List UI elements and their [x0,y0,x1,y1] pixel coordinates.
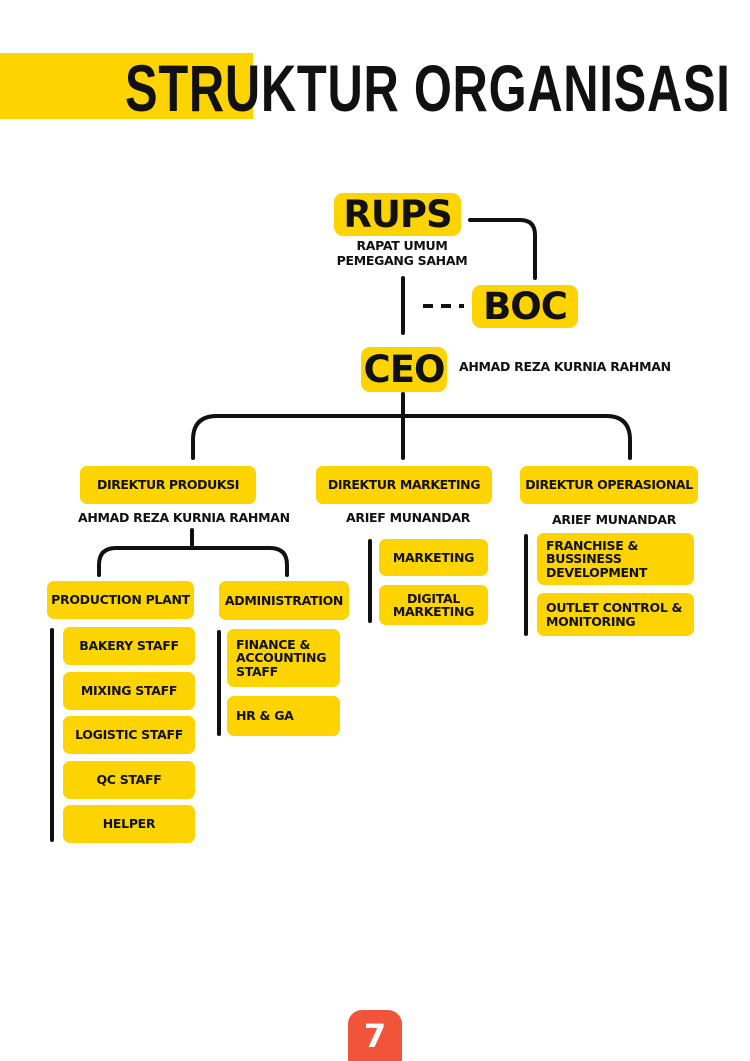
unit-label: QC STAFF [96,772,162,788]
boc-label: BOC [483,284,568,328]
unit-franchise-business-development: FRANCHISE & BUSSINESS DEVELOPMENT [537,533,694,585]
director-marketing-name: ARIEF MUNANDAR [346,510,471,525]
page-number-tab: 7 [348,1010,402,1061]
unit-qc-staff: QC STAFF [63,761,195,799]
director-marketing-title: DIREKTUR MARKETING [327,477,481,493]
unit-label: MARKETING [392,549,475,565]
unit-bakery-staff: BAKERY STAFF [63,627,195,665]
rups-box: RUPS [334,193,461,236]
director-operasional-box: DIREKTUR OPERASIONAL [520,466,698,504]
title-highlight-bar [0,53,253,119]
ceo-box: CEO [361,347,447,392]
boc-box: BOC [472,285,578,328]
group-production-plant: PRODUCTION PLANT [47,581,194,619]
unit-marketing: MARKETING [379,539,488,576]
unit-finance-accounting-staff: FINANCE & ACCOUNTING STAFF [227,629,340,687]
ceo-name: AHMAD REZA KURNIA RAHMAN [459,359,671,374]
rups-caption: RAPAT UMUM PEMEGANG SAHAM [336,238,468,268]
unit-label: OUTLET CONTROL & MONITORING [546,600,683,629]
unit-label: MIXING STAFF [80,683,178,699]
director-marketing-box: DIREKTUR MARKETING [316,466,492,504]
unit-label: BAKERY STAFF [79,638,179,654]
director-produksi-title: DIREKTUR PRODUKSI [96,477,239,493]
director-produksi-box: DIREKTUR PRODUKSI [80,466,256,504]
unit-outlet-control-monitoring: OUTLET CONTROL & MONITORING [537,593,694,636]
unit-mixing-staff: MIXING STAFF [63,672,195,710]
rups-label: RUPS [343,192,452,236]
unit-label: HR & GA [236,708,294,724]
unit-hr-ga: HR & GA [227,696,340,736]
unit-helper: HELPER [63,805,195,843]
director-operasional-title: DIREKTUR OPERASIONAL [525,477,693,493]
unit-label: FRANCHISE & BUSSINESS DEVELOPMENT [546,537,648,580]
page-number: 7 [363,1016,387,1055]
ceo-label: CEO [363,347,446,391]
unit-label: DIGITAL MARKETING [392,590,475,619]
director-operasional-name: ARIEF MUNANDAR [552,512,677,527]
unit-logistic-staff: LOGISTIC STAFF [63,716,195,754]
group-administration: ADMINISTRATION [219,581,349,620]
unit-label: HELPER [102,816,156,832]
unit-label: LOGISTIC STAFF [75,727,183,743]
unit-label: FINANCE & ACCOUNTING STAFF [236,636,327,679]
group-production-plant-title: PRODUCTION PLANT [51,592,190,608]
unit-digital-marketing: DIGITAL MARKETING [379,585,488,625]
director-produksi-name: AHMAD REZA KURNIA RAHMAN [78,510,290,525]
group-administration-title: ADMINISTRATION [224,592,344,608]
